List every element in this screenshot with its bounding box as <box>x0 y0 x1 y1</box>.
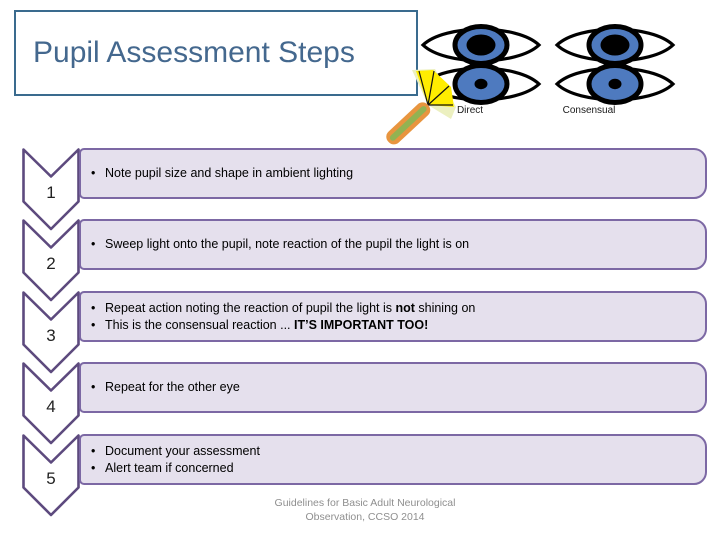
step-text-box: • Document your assessment • Alert team if … <box>79 434 707 485</box>
step-chevron <box>22 434 80 517</box>
flashlight-handle <box>386 102 431 145</box>
step-text: Note pupil size and shape in ambient lig… <box>105 166 354 180</box>
step-bullet-line: • Note pupil size and shape in ambient li… <box>91 165 695 182</box>
bullet-icon: • <box>91 166 96 180</box>
step-chevron <box>22 291 80 374</box>
step-number: 2 <box>46 254 56 273</box>
eye-consensual-top <box>554 24 676 66</box>
step-row: 3 • Repeat action noting the reaction of p… <box>22 291 707 374</box>
flashlight-icon <box>386 69 456 145</box>
bullet-icon: • <box>91 237 96 251</box>
step-row: 1 • Note pupil size and shape in ambient l… <box>22 148 707 231</box>
step-text-box: • Sweep light onto the pupil, note reacti… <box>79 219 707 270</box>
footer-citation: Guidelines for Basic Adult Neurological … <box>160 497 570 524</box>
step-text: Document your assessment <box>105 443 260 458</box>
bullet-icon: • <box>91 380 96 394</box>
bullet-icon: • <box>91 460 96 475</box>
bullet-icon: • <box>91 317 96 332</box>
step-chevron <box>22 219 80 302</box>
step-number: 3 <box>46 326 56 345</box>
step-number: 5 <box>46 469 56 488</box>
step-row: 5 • Document your assessment • Alert team if… <box>22 434 707 517</box>
eye-consensual-bottom <box>554 63 676 105</box>
step-bullet-line: • Repeat action noting the reaction of pu… <box>91 300 695 317</box>
eyes-illustration <box>420 24 676 105</box>
step-bullet-line: • Document your assessment <box>91 443 695 460</box>
step-text: Repeat action noting the reaction of pup… <box>105 300 476 315</box>
step-bullet-line: • Repeat for the other eye <box>91 379 695 396</box>
title-box: Pupil Assessment Steps <box>14 10 418 96</box>
eye-direct-bottom <box>420 63 542 105</box>
direct-label: Direct <box>456 105 484 116</box>
step-number: 4 <box>46 397 56 416</box>
step-row: 2 • Sweep light onto the pupil, note react… <box>22 219 707 302</box>
bullet-icon: • <box>91 443 96 458</box>
footer-line-1: Guidelines for Basic Adult Neurological <box>274 497 456 509</box>
step-chevron <box>22 362 80 445</box>
step-bullet-line: • This is the consensual reaction ... IT’… <box>91 317 695 334</box>
step-row: 4 • Repeat for the other eye <box>22 362 707 445</box>
page-title: Pupil Assessment Steps <box>33 36 355 69</box>
step-text: Repeat for the other eye <box>105 380 240 394</box>
step-bullet-line: • Sweep light onto the pupil, note reacti… <box>91 236 695 253</box>
step-text-box: • Repeat action noting the reaction of pu… <box>79 291 707 342</box>
bullet-icon: • <box>91 300 96 315</box>
step-text-box: • Repeat for the other eye <box>79 362 707 413</box>
step-text-box: • Note pupil size and shape in ambient li… <box>79 148 707 199</box>
step-text: Sweep light onto the pupil, note reactio… <box>105 237 470 251</box>
step-text: Alert team if concerned <box>105 460 234 475</box>
consensual-label: Consensual <box>562 105 616 116</box>
step-chevron <box>22 148 80 231</box>
footer-line-2: Observation, CCSO 2014 <box>305 510 425 523</box>
step-bullet-line: • Alert team if concerned <box>91 460 695 477</box>
step-text: This is the consensual reaction ... IT’S… <box>105 317 429 332</box>
step-number: 1 <box>46 183 56 202</box>
